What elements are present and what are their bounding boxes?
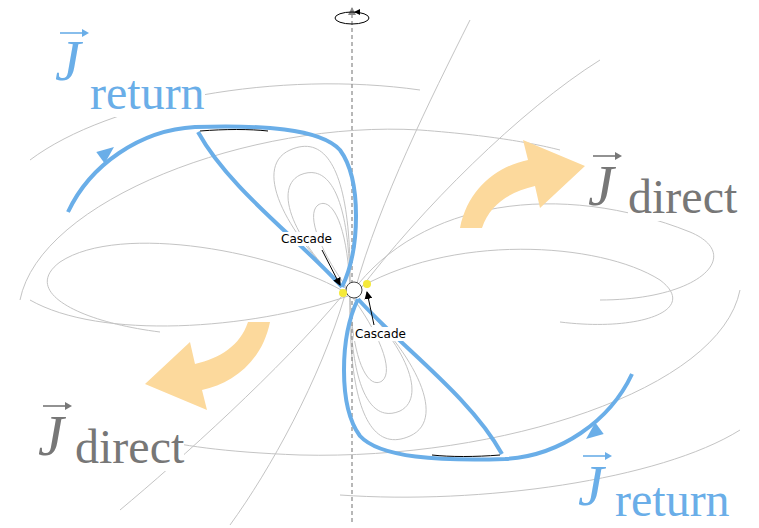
leader-line [322, 250, 340, 285]
current-subscript: return [90, 69, 205, 117]
cascade-spot [339, 289, 347, 297]
rotation-symbol [335, 9, 369, 24]
current-symbol: J [38, 413, 64, 459]
vector-arrow [43, 29, 622, 460]
cascade-label: Cascade [280, 232, 333, 246]
leader-line [367, 292, 374, 325]
current-subscript: direct [628, 173, 737, 221]
cascade-label: Cascade [354, 327, 407, 341]
field-lines [20, 20, 740, 525]
cascade-spot [363, 280, 371, 288]
closed-loops [274, 146, 426, 439]
current-symbol: J [55, 38, 81, 84]
return-current [68, 126, 632, 459]
direct-current-arrow [145, 140, 585, 410]
current-symbol: J [578, 463, 604, 509]
current-subscript: direct [75, 423, 184, 471]
neutron-star [346, 282, 362, 298]
current-symbol: J [588, 163, 614, 209]
current-subscript: return [615, 476, 730, 524]
